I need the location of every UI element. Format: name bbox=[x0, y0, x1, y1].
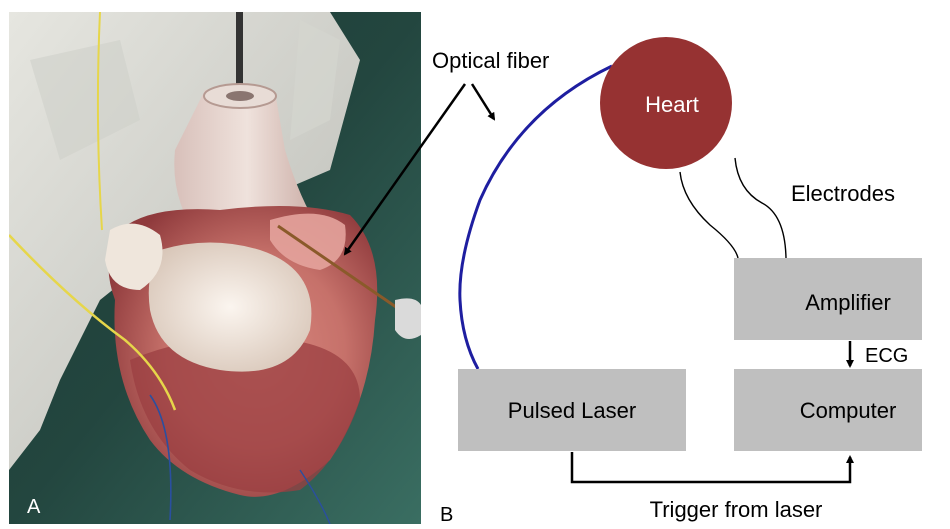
electrode-wire-2 bbox=[735, 158, 786, 258]
amplifier-label: Amplifier bbox=[805, 290, 891, 315]
optical-fiber-label: Optical fiber bbox=[432, 48, 549, 73]
pulsed-laser-label: Pulsed Laser bbox=[508, 398, 636, 423]
electrodes-label: Electrodes bbox=[791, 181, 895, 206]
ecg-label: ECG bbox=[865, 345, 908, 367]
trigger-arrow bbox=[572, 452, 850, 482]
heart-label: Heart bbox=[645, 92, 699, 117]
electrode-wire-1 bbox=[680, 172, 738, 258]
panel-a-label: A bbox=[27, 496, 41, 518]
panel-b-schematic: Heart Amplifier Pulsed Laser Computer EC… bbox=[432, 37, 922, 526]
trigger-label: Trigger from laser bbox=[650, 497, 823, 522]
fiber-pointer-arrow-schematic bbox=[472, 84, 494, 119]
cannula-rod bbox=[236, 12, 243, 92]
panel-a-photo bbox=[9, 12, 421, 524]
computer-label: Computer bbox=[800, 398, 897, 423]
optical-fiber-line bbox=[460, 66, 612, 369]
panel-b-label: B bbox=[440, 504, 453, 526]
